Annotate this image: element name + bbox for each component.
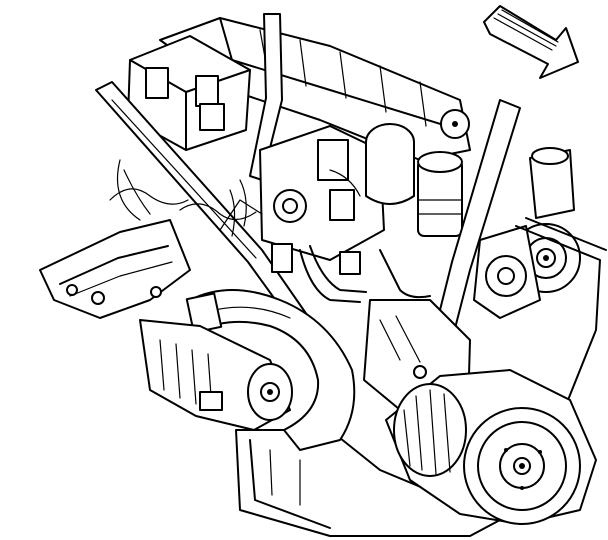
ignition-coil-pack bbox=[127, 35, 251, 151]
vacuum-lines bbox=[271, 243, 431, 303]
exhaust-manifold bbox=[39, 159, 191, 319]
egr-valve bbox=[365, 123, 463, 237]
thermostat-housing bbox=[529, 147, 575, 219]
throttle-body bbox=[229, 125, 385, 261]
wiring-harness bbox=[109, 169, 361, 231]
radiator-hose bbox=[185, 289, 356, 451]
starter-motor bbox=[139, 319, 293, 431]
compressor-clutch-pulley bbox=[463, 407, 581, 525]
forward-arrow-icon bbox=[483, 5, 579, 79]
power-steering-pump bbox=[473, 225, 541, 319]
